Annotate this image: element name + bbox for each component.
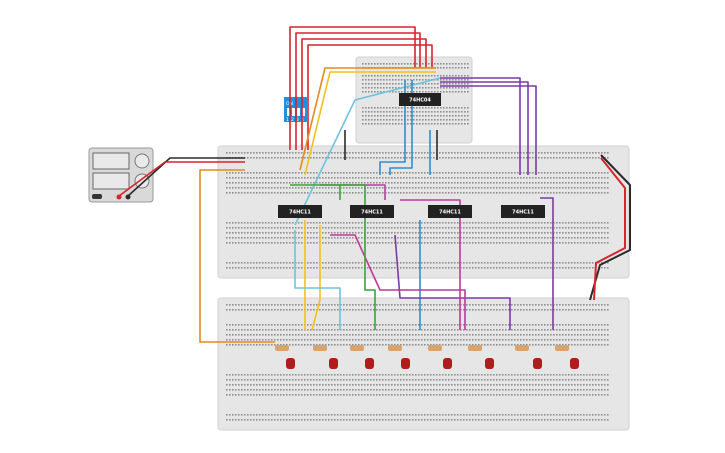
chip-74hc11-3-label: 74HC11 bbox=[439, 210, 461, 216]
led[interactable] bbox=[570, 358, 579, 369]
resistor[interactable] bbox=[555, 345, 569, 351]
chip-74hc11-4-label: 74HC11 bbox=[512, 210, 534, 216]
resistor[interactable] bbox=[515, 345, 529, 351]
led[interactable] bbox=[485, 358, 494, 369]
leds bbox=[286, 358, 579, 369]
chip-74hc11-1[interactable]: 74HC11 bbox=[278, 205, 322, 218]
chip-74hc04-label: 74HC04 bbox=[409, 98, 431, 104]
chip-74hc11-1-label: 74HC11 bbox=[289, 210, 311, 216]
resistor[interactable] bbox=[428, 345, 442, 351]
led[interactable] bbox=[365, 358, 374, 369]
dip-switch-pos-1: 1 bbox=[286, 117, 289, 123]
chip-74hc11-2-label: 74HC11 bbox=[361, 210, 383, 216]
chip-74hc11-3[interactable]: 74HC11 bbox=[428, 205, 472, 218]
led[interactable] bbox=[533, 358, 542, 369]
breadboard-bottom[interactable] bbox=[217, 297, 630, 431]
resistor[interactable] bbox=[313, 345, 327, 351]
chip-74hc04[interactable]: 74HC04 bbox=[399, 93, 441, 106]
led[interactable] bbox=[286, 358, 295, 369]
chip-74hc11-4[interactable]: 74HC11 bbox=[501, 205, 545, 218]
resistor[interactable] bbox=[468, 345, 482, 351]
led[interactable] bbox=[443, 358, 452, 369]
dip-switch-pos-2: 2 bbox=[291, 117, 294, 123]
dip-switch-pos-3: 3 bbox=[296, 117, 299, 123]
resistor[interactable] bbox=[275, 345, 289, 351]
chip-74hc11-2[interactable]: 74HC11 bbox=[350, 205, 394, 218]
resistors bbox=[275, 345, 569, 351]
led[interactable] bbox=[401, 358, 410, 369]
resistor[interactable] bbox=[388, 345, 402, 351]
resistor[interactable] bbox=[350, 345, 364, 351]
led[interactable] bbox=[329, 358, 338, 369]
wires bbox=[118, 26, 631, 343]
